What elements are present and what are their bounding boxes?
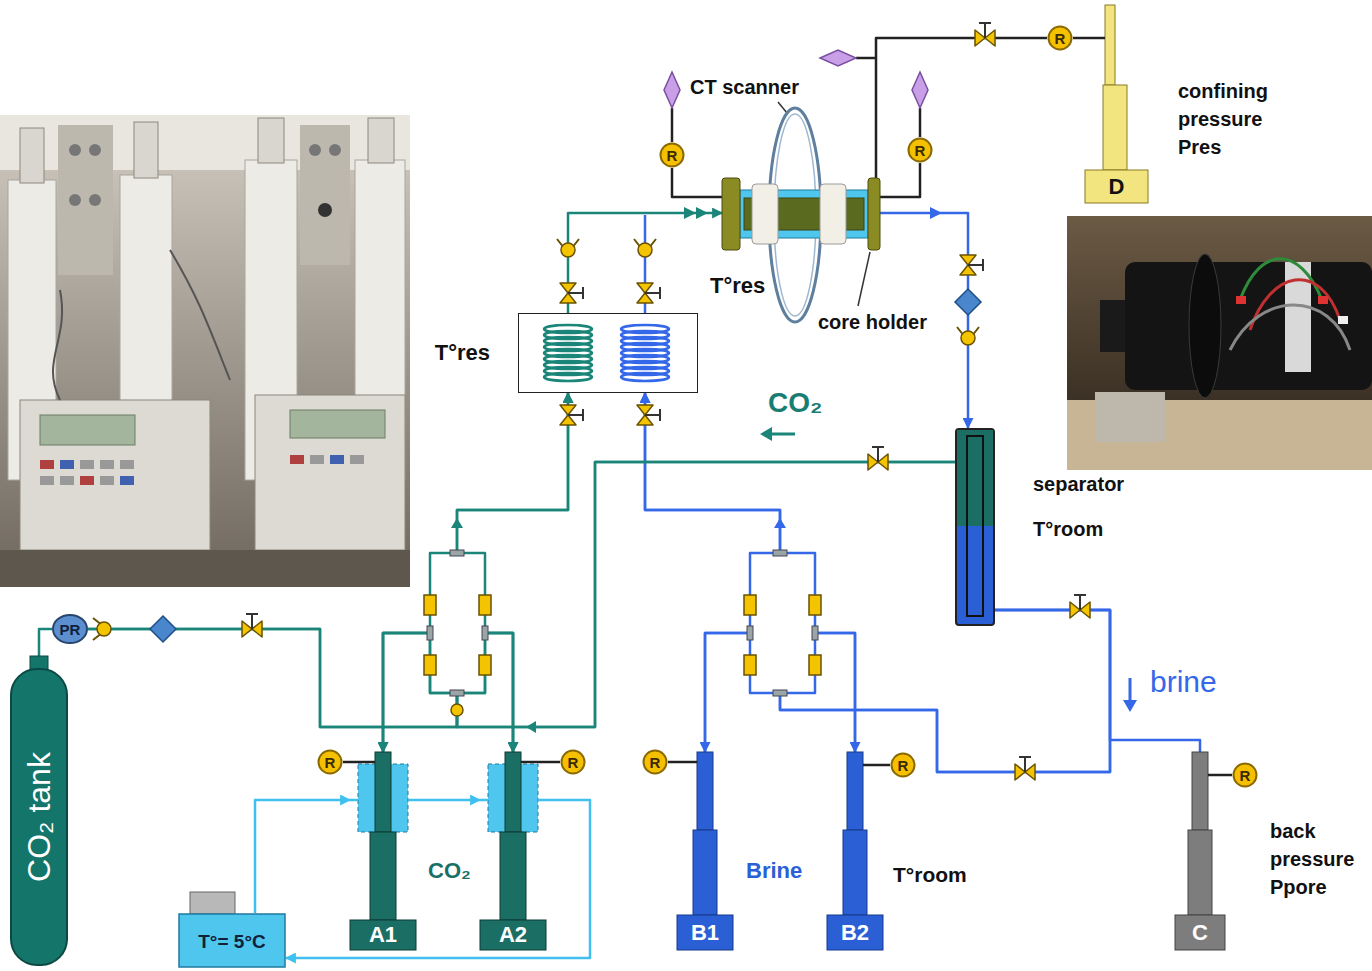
- pipe-connector: [1073, 37, 1085, 40]
- pump-d-shape: [1085, 5, 1148, 203]
- syringe-pump: A2: [480, 752, 546, 950]
- part-label: CT scanner: [690, 75, 799, 99]
- temperature-label: T°= 5°C: [198, 931, 265, 950]
- separator-vessel: separatorT°room: [955, 428, 995, 626]
- syringe-pump: B2: [827, 752, 883, 950]
- back-pressure-pump: Cback pressure Ppore: [1175, 752, 1225, 950]
- pipe-fittings: [30, 50, 928, 914]
- gauge-letter: R: [325, 755, 336, 770]
- pump-label: B1: [691, 915, 719, 950]
- syringe-pump-shape: [350, 752, 416, 950]
- manifold-valves: [424, 550, 821, 716]
- temperature-label: T°res: [435, 340, 490, 366]
- pipe-connector: [383, 393, 568, 752]
- temperature-label: T°room: [1033, 517, 1103, 541]
- pump-label: B2: [841, 915, 869, 950]
- pump-d: Dconfining pressure Pres: [1085, 5, 1148, 203]
- pipe-connector: [88, 629, 513, 752]
- flow-label: CO₂: [768, 386, 822, 420]
- separator-vessel-shape: [955, 428, 995, 626]
- flow-arrows: [451, 207, 1137, 733]
- co2-tank: CO₂ tank: [10, 668, 68, 966]
- pipe-connector: [780, 610, 1110, 772]
- gauge-letter: R: [915, 143, 926, 158]
- annotation-label: CO₂: [428, 858, 471, 884]
- pipe-connector: [672, 168, 722, 197]
- gauge-letter: R: [568, 755, 579, 770]
- pipe-connector: [343, 761, 350, 764]
- gauge-letter: R: [1055, 31, 1066, 46]
- part-label: core holder: [818, 310, 927, 334]
- pressure-gauge: R: [642, 749, 668, 775]
- pump-label: D: [1109, 170, 1125, 203]
- gauge-letter: R: [667, 148, 678, 163]
- pipe-connector: [416, 799, 480, 802]
- pressure-gauge: R: [1047, 25, 1073, 51]
- regulator-label: PR: [60, 622, 81, 637]
- syringe-pump: A1: [350, 752, 416, 950]
- gauge-letter: R: [650, 755, 661, 770]
- pressure-gauge: R: [317, 749, 343, 775]
- pipe-connector: [645, 393, 780, 752]
- part-label: separator: [1033, 472, 1124, 496]
- flow-label: brine: [1150, 664, 1217, 700]
- pipe-connector: [705, 610, 1110, 772]
- heater-bath-shape: [518, 313, 698, 393]
- annotation-label: T°room: [893, 862, 967, 887]
- core-holder: T°rescore holder: [722, 178, 880, 250]
- pump-label: C: [1192, 915, 1208, 950]
- pipe-connector: [255, 800, 350, 913]
- pressure-gauge: R: [659, 142, 685, 168]
- gauge-letter: R: [1240, 768, 1251, 783]
- pipe-connector: [645, 393, 855, 752]
- chiller-bath: T°= 5°C: [178, 913, 286, 968]
- pipe-connector: [383, 462, 955, 752]
- pump-label: A2: [499, 920, 527, 950]
- pipe-connector: [880, 163, 920, 197]
- pressure-regulator: PR: [52, 614, 88, 644]
- gauge-letter: R: [898, 758, 909, 773]
- pipe-connector: [546, 761, 560, 764]
- pump-description: confining pressure Pres: [1178, 77, 1290, 161]
- pipe-connector: [88, 629, 457, 752]
- lab-photo: [0, 115, 410, 587]
- annotation-label: Brine: [746, 858, 802, 884]
- pressure-gauge: R: [890, 752, 916, 778]
- heater-bath: T°res: [518, 313, 698, 393]
- pressure-gauge: R: [1232, 762, 1258, 788]
- pressure-gauge: R: [560, 749, 586, 775]
- core-holder-shape: [722, 178, 880, 250]
- syringe-pump: B1: [677, 752, 733, 950]
- tank-label: CO₂ tank: [20, 752, 58, 882]
- pump-description: back pressure Ppore: [1270, 817, 1370, 901]
- pipe-connector: [668, 761, 677, 764]
- pipe-connector: [876, 38, 1047, 178]
- pipe-connector: [568, 213, 722, 313]
- pressure-gauge: R: [907, 137, 933, 163]
- syringe-pump-shape: [480, 752, 546, 950]
- pipe-connector: [1225, 774, 1232, 777]
- valves: [93, 23, 1090, 780]
- core-holder-photo: [1067, 216, 1372, 470]
- temperature-label: T°res: [710, 273, 765, 299]
- pump-label: A1: [369, 920, 397, 950]
- pipe-connector: [883, 764, 890, 767]
- pipe-connector: [286, 800, 590, 958]
